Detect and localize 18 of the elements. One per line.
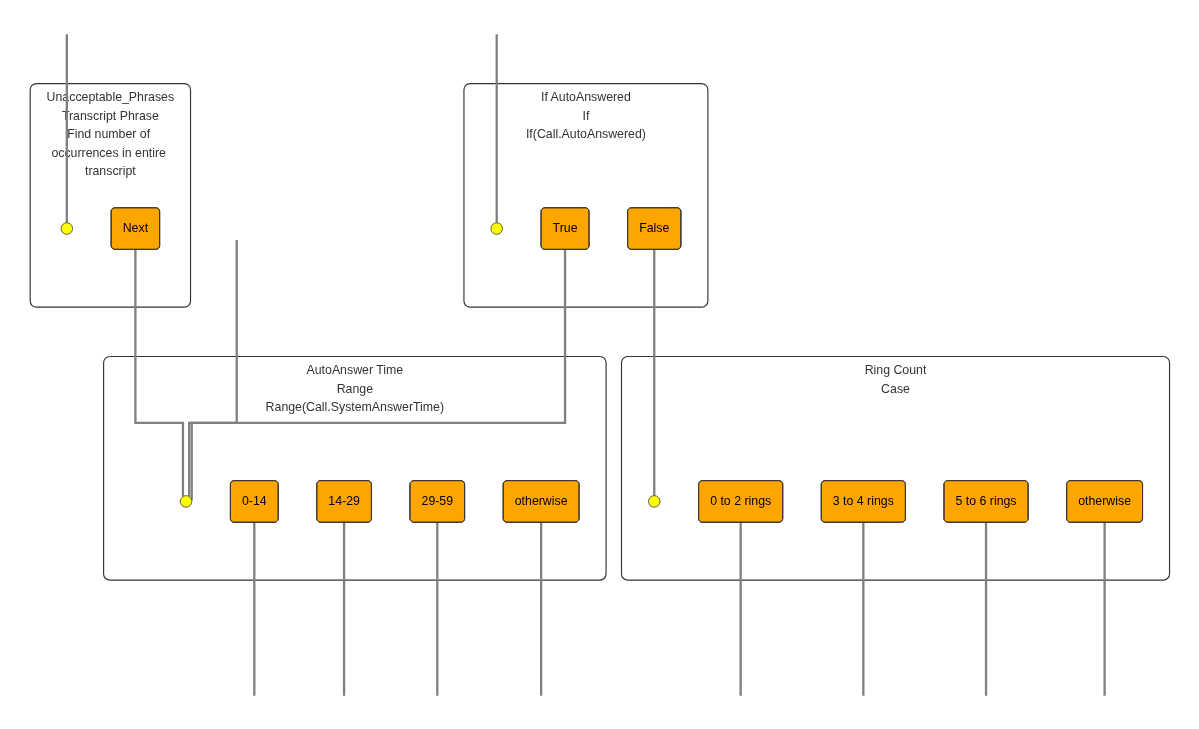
connector (133, 248, 184, 497)
node-circle (490, 221, 503, 235)
connector (65, 32, 68, 223)
connector (539, 520, 543, 696)
connector (435, 520, 439, 696)
connector (190, 248, 567, 500)
connector (652, 248, 656, 496)
node-circle (179, 494, 192, 508)
node-circle (60, 221, 73, 235)
connector (1103, 520, 1106, 696)
node-circle (647, 494, 661, 508)
connector (342, 520, 346, 696)
connector (861, 520, 865, 696)
connector (984, 520, 988, 696)
connector (252, 520, 256, 696)
connector (739, 520, 742, 696)
connector (187, 238, 238, 497)
connector (495, 32, 498, 223)
